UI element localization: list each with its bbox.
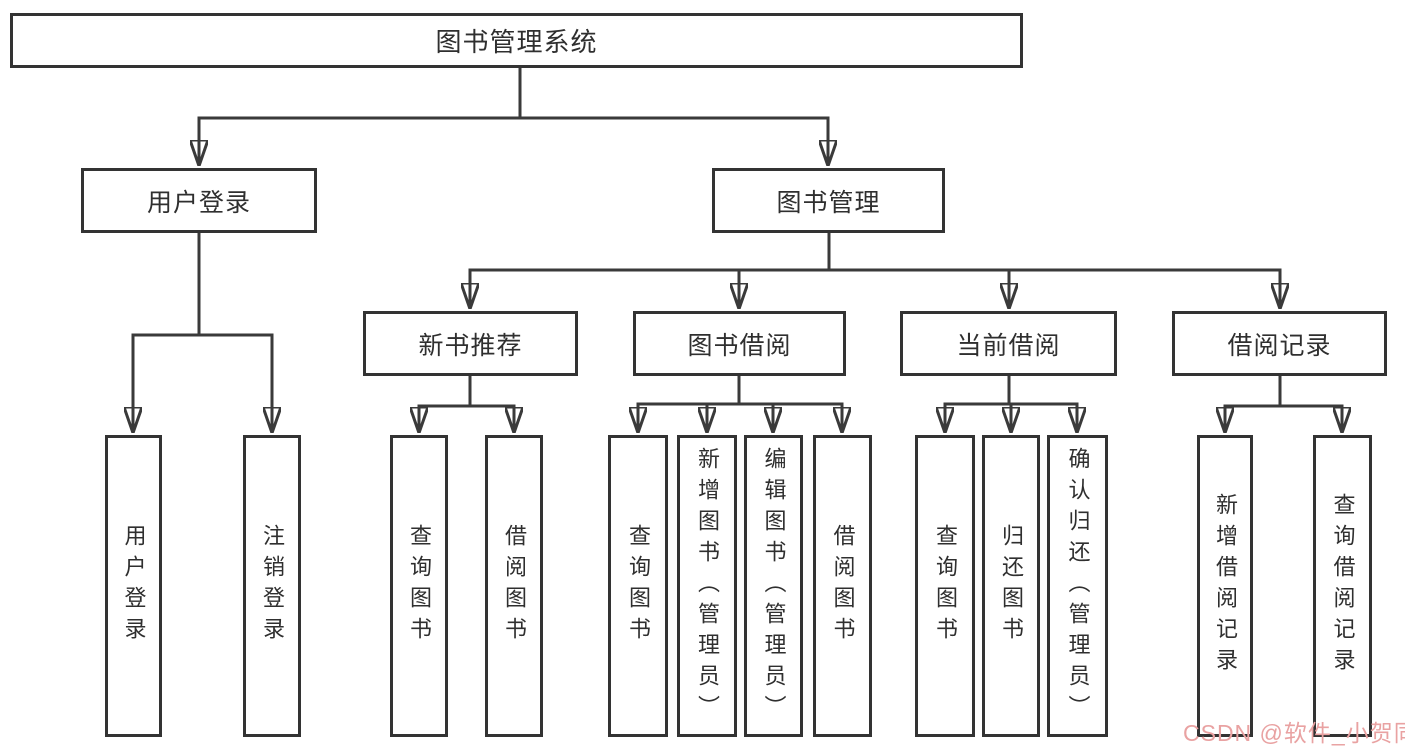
node-leaf-add-borrow-record-label: 新增借阅记录: [1213, 493, 1238, 679]
node-leaf-query-borrow-record-label: 查询借阅记录: [1330, 493, 1356, 679]
node-book-borrow: 图书借阅: [633, 311, 846, 376]
node-book-borrow-label: 图书借阅: [687, 331, 792, 360]
node-book-management-label: 图书管理: [776, 188, 881, 217]
node-book-management: 图书管理: [712, 168, 945, 233]
node-user-login: 用户登录: [81, 168, 317, 233]
node-leaf-user-login-label: 用户登录: [121, 524, 147, 648]
node-root: 图书管理系统: [10, 13, 1023, 68]
node-leaf-borrow-books-1: 借阅图书: [485, 435, 543, 737]
node-leaf-user-login: 用户登录: [105, 435, 162, 737]
node-leaf-query-books-3: 查询图书: [915, 435, 975, 737]
node-leaf-query-books-2: 查询图书: [608, 435, 668, 737]
node-leaf-borrow-books-2-label: 借阅图书: [830, 524, 856, 648]
node-leaf-return-book-label: 归还图书: [999, 524, 1024, 648]
node-leaf-add-book-admin: 新增图书（管理员）: [677, 435, 737, 737]
connector-borrow-records-branch: [1225, 374, 1342, 431]
node-leaf-query-borrow-record: 查询借阅记录: [1313, 435, 1372, 737]
node-leaf-logout: 注销登录: [243, 435, 301, 737]
node-new-book-recommend-label: 新书推荐: [418, 331, 523, 360]
node-user-login-label: 用户登录: [146, 188, 251, 217]
node-borrow-records: 借阅记录: [1172, 311, 1387, 376]
node-borrow-records-label: 借阅记录: [1227, 331, 1332, 360]
node-leaf-borrow-books-2: 借阅图书: [813, 435, 872, 737]
connector-user-login-branch: [133, 231, 272, 431]
node-leaf-edit-book-admin-label: 编辑图书（管理员）: [761, 446, 787, 726]
connector-book-borrow-branch: [638, 374, 842, 431]
node-current-borrow: 当前借阅: [900, 311, 1117, 376]
node-current-borrow-label: 当前借阅: [956, 331, 1061, 360]
node-root-label: 图书管理系统: [435, 27, 598, 57]
csdn-watermark: CSDN @软件_小贺同学: [1183, 720, 1405, 746]
node-leaf-confirm-return-admin: 确认归还（管理员）: [1047, 435, 1108, 737]
node-leaf-query-books-2-label: 查询图书: [626, 524, 651, 648]
connector-book-management-branch: [470, 231, 1280, 307]
node-leaf-add-book-admin-label: 新增图书（管理员）: [695, 446, 720, 726]
node-new-book-recommend: 新书推荐: [363, 311, 578, 376]
connector-root-to-level2: [199, 66, 828, 164]
node-leaf-query-books-1: 查询图书: [390, 435, 448, 737]
node-leaf-logout-label: 注销登录: [260, 524, 285, 648]
node-leaf-confirm-return-admin-label: 确认归还（管理员）: [1065, 446, 1091, 726]
connector-current-borrow-branch: [945, 374, 1077, 431]
node-leaf-borrow-books-1-label: 借阅图书: [502, 524, 527, 648]
connector-new-book-recommend-branch: [419, 374, 514, 431]
node-leaf-query-books-1-label: 查询图书: [407, 524, 432, 648]
node-leaf-edit-book-admin: 编辑图书（管理员）: [744, 435, 803, 737]
node-leaf-query-books-3-label: 查询图书: [933, 524, 958, 648]
node-leaf-add-borrow-record: 新增借阅记录: [1197, 435, 1253, 737]
node-leaf-return-book: 归还图书: [982, 435, 1040, 737]
